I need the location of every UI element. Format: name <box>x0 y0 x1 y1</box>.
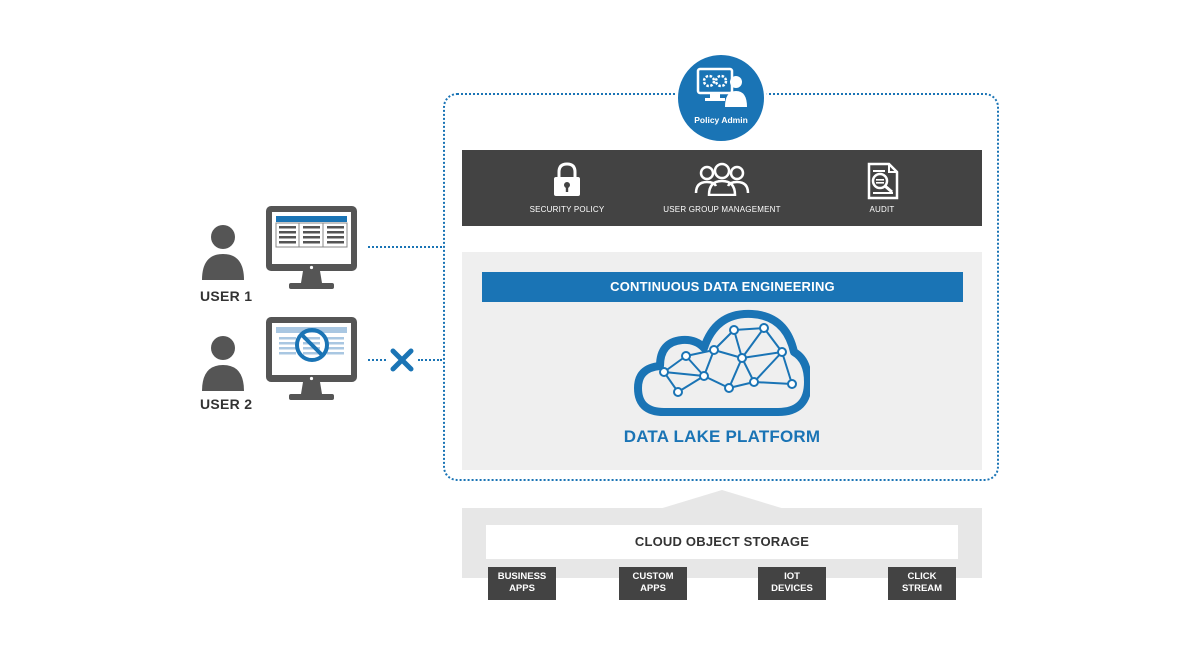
policy-audit-label: AUDIT <box>869 205 895 214</box>
user-2-connector <box>368 359 386 361</box>
source-business-apps: BUSINESS APPS <box>488 567 556 600</box>
lock-icon <box>554 162 580 196</box>
user-1-avatar-icon <box>202 225 244 280</box>
user-1-label: USER 1 <box>200 288 253 304</box>
access-denied-x-icon <box>390 348 414 372</box>
user-1-connector <box>368 246 442 248</box>
source-business-apps-line2: APPS <box>509 583 535 594</box>
cloud-object-storage-label: CLOUD OBJECT STORAGE <box>486 525 958 559</box>
source-iot-devices: IOT DEVICES <box>758 567 826 600</box>
source-click-stream-line1: CLICK <box>907 571 937 582</box>
user-2-label: USER 2 <box>200 396 253 412</box>
source-business-apps-line1: BUSINESS <box>497 571 547 582</box>
policy-admin-label: Policy Admin <box>694 115 748 125</box>
policy-admin-badge: Policy Admin <box>675 52 767 144</box>
source-iot-devices-line1: IOT <box>784 571 800 582</box>
continuous-data-engineering-banner: CONTINUOUS DATA ENGINEERING <box>482 272 963 302</box>
data-lake-platform-title: DATA LAKE PLATFORM <box>623 427 821 446</box>
user-2-monitor-icon <box>266 317 357 400</box>
user-group-icon <box>694 162 750 196</box>
policy-audit: AUDIT <box>832 150 932 226</box>
policy-user-group: USER GROUP MANAGEMENT <box>652 150 792 226</box>
user-1-monitor-icon <box>266 206 357 289</box>
admin-workstation-icon <box>696 67 747 107</box>
policy-user-group-label: USER GROUP MANAGEMENT <box>663 205 781 214</box>
source-click-stream: CLICK STREAM <box>888 567 956 600</box>
user-2-connector-end <box>418 359 442 361</box>
policy-bar: SECURITY POLICY USER GROUP MANAGEMENT AU… <box>462 150 982 226</box>
policy-security: SECURITY POLICY <box>517 150 617 226</box>
data-lake-platform: CONTINUOUS DATA ENGINEERING <box>462 252 982 470</box>
audit-document-icon <box>867 162 899 200</box>
source-custom-apps-line2: APPS <box>640 583 666 594</box>
storage-arrow <box>656 490 788 510</box>
source-custom-apps: CUSTOM APPS <box>619 567 687 600</box>
source-click-stream-line2: STREAM <box>901 583 943 594</box>
user-2-avatar-icon <box>202 336 244 391</box>
cloud-network-icon <box>634 309 810 416</box>
source-custom-apps-line1: CUSTOM <box>632 571 674 582</box>
source-iot-devices-line2: DEVICES <box>771 583 813 594</box>
policy-security-label: SECURITY POLICY <box>529 205 605 214</box>
